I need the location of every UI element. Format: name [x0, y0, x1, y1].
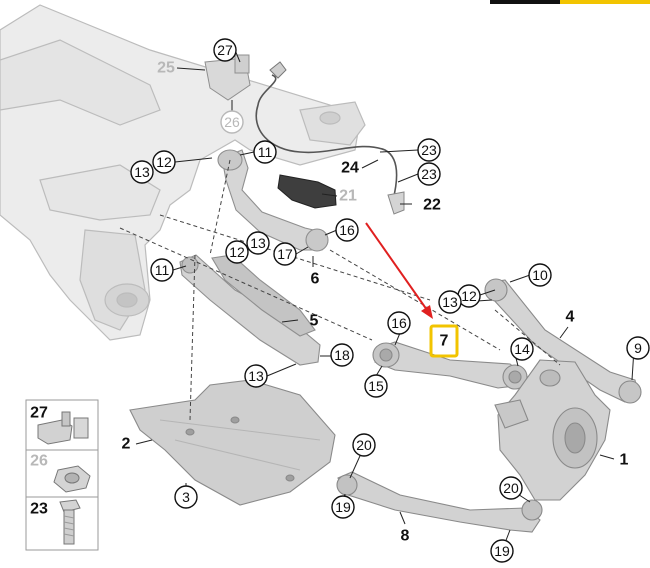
sensor-cable-plug: [269, 61, 287, 79]
callout-20-b: 20: [499, 476, 523, 500]
callout-18: 18: [330, 343, 354, 367]
top-strip-accent: [560, 0, 650, 4]
svg-text:13: 13: [442, 294, 458, 310]
part-5-arm: [179, 254, 321, 366]
legend-panel: 27 26 23: [25, 399, 99, 551]
svg-text:11: 11: [155, 262, 170, 278]
clip-icon: [37, 411, 89, 445]
svg-text:13: 13: [134, 164, 150, 180]
svg-text:12: 12: [229, 244, 245, 260]
svg-text:14: 14: [514, 341, 530, 357]
callout-13-top: 13: [130, 160, 154, 184]
callout-17: 17: [273, 242, 297, 266]
label-4: 4: [566, 309, 575, 326]
part-21-bracket: [277, 174, 337, 209]
part-4-arm: [484, 278, 642, 404]
svg-text:12: 12: [156, 154, 172, 170]
callout-19-a: 19: [331, 495, 355, 519]
callout-12-mid: 12: [225, 240, 249, 264]
label-7: 7: [440, 333, 449, 350]
legend-label-26: 26: [30, 453, 48, 470]
subframe: [0, 4, 366, 341]
label-22: 22: [423, 197, 441, 214]
svg-text:26: 26: [224, 114, 240, 130]
label-21: 21: [339, 188, 357, 205]
callout-9: 9: [626, 336, 650, 360]
svg-text:19: 19: [335, 499, 351, 515]
label-5: 5: [310, 313, 319, 330]
label-25: 25: [157, 60, 175, 77]
callout-16-top: 16: [335, 218, 359, 242]
svg-text:18: 18: [334, 347, 350, 363]
svg-text:3: 3: [182, 489, 190, 505]
callout-10: 10: [528, 263, 552, 287]
svg-text:19: 19: [494, 543, 510, 559]
callout-23-a: 23: [417, 138, 441, 162]
svg-text:13: 13: [248, 368, 264, 384]
part-1-carrier: [494, 359, 611, 501]
svg-text:11: 11: [258, 144, 273, 160]
part-7-arm: [372, 341, 528, 390]
sensor-cable: [255, 74, 398, 201]
part-8-arm: [336, 471, 543, 533]
part-2-panel: [129, 379, 336, 506]
svg-text:10: 10: [532, 267, 548, 283]
callout-14: 14: [510, 337, 534, 361]
svg-text:17: 17: [277, 246, 293, 262]
svg-text:15: 15: [368, 378, 384, 394]
callout-12-top: 12: [152, 150, 176, 174]
callout-19-b: 19: [490, 539, 514, 563]
svg-text:16: 16: [339, 222, 355, 238]
label-8: 8: [401, 528, 410, 545]
label-2: 2: [122, 436, 131, 453]
callout-20-a: 20: [352, 433, 376, 457]
callout-27-top: 27: [213, 38, 237, 62]
callout-13-low: 13: [244, 364, 268, 388]
label-6: 6: [311, 271, 320, 288]
sensor-head: [387, 191, 405, 215]
label-24: 24: [341, 160, 359, 177]
nut-icon: [53, 465, 91, 493]
callout-11-mid: 11: [150, 258, 174, 282]
svg-text:9: 9: [634, 340, 642, 356]
callout-12-right: 12: [457, 284, 481, 308]
legend-label-23: 23: [30, 501, 48, 518]
svg-text:13: 13: [250, 235, 266, 251]
svg-text:20: 20: [356, 437, 372, 453]
red-arrow: [365, 222, 433, 319]
svg-text:12: 12: [461, 288, 477, 304]
callout-3: 3: [174, 485, 198, 509]
callout-13-right: 13: [438, 290, 462, 314]
svg-text:20: 20: [503, 480, 519, 496]
callout-26-top: 26: [220, 110, 244, 134]
part-7-highlight: [429, 324, 459, 358]
bolt-icon: [59, 499, 81, 545]
label-1: 1: [620, 452, 629, 469]
callout-13-mid: 13: [246, 231, 270, 255]
callout-16-arm: 16: [387, 311, 411, 335]
svg-text:23: 23: [421, 142, 437, 158]
svg-text:27: 27: [217, 42, 233, 58]
callout-23-b: 23: [417, 162, 441, 186]
callout-15: 15: [364, 374, 388, 398]
svg-text:23: 23: [421, 166, 437, 182]
callout-11-top: 11: [253, 140, 277, 164]
legend-label-27: 27: [30, 405, 48, 422]
svg-text:16: 16: [391, 315, 407, 331]
